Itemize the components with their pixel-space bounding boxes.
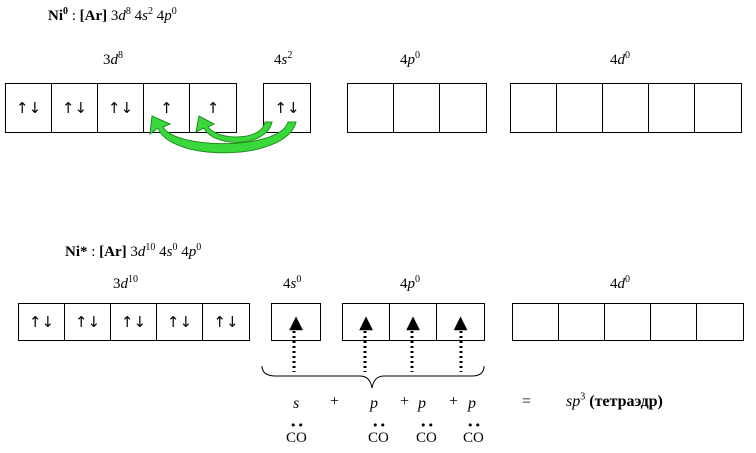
orbital-3d-row1: ↑↓ ↑↓ ↑↓ ↑ ↑ (5, 83, 237, 133)
orbital-4p-row1 (347, 83, 487, 133)
ligand-co: CO (416, 430, 437, 446)
ligand-co: CO (463, 430, 484, 446)
orbital-cell (394, 84, 440, 132)
orbital-cell (603, 84, 649, 132)
hyb-p: p (418, 395, 426, 412)
label-4d-row1: 4d0 (610, 50, 630, 69)
orbital-cell: ▲ (390, 304, 437, 340)
label-3d-row1: 3d8 (103, 50, 123, 69)
config-ni-excited: Ni* : [Ar] 3d10 4s0 4p0 (65, 242, 202, 261)
hyb-p: p (370, 395, 378, 412)
orbital-cell: ↑↓ (157, 304, 203, 340)
orbital-cell (513, 304, 559, 340)
lone-pair: •• (290, 419, 305, 432)
plus-sign: + (449, 393, 459, 410)
orbital-cell: ↑↓ (19, 304, 65, 340)
orbital-cell (557, 84, 603, 132)
lone-pair: •• (372, 419, 387, 432)
lone-pair: •• (420, 419, 435, 432)
label-4s-row2: 4s0 (283, 274, 302, 293)
orbital-cell: ↑↓ (111, 304, 157, 340)
orbital-cell: ↑ (206, 99, 220, 117)
orbital-cell: ▲ (453, 311, 468, 333)
orbital-cell (511, 84, 557, 132)
orbital-cell (605, 304, 651, 340)
orbital-cell: ▲ (343, 304, 390, 340)
orbital-cell: ↑↓ (213, 313, 239, 331)
orbital-cell (649, 84, 695, 132)
ligand-co: CO (368, 430, 389, 446)
plus-sign: + (330, 393, 340, 410)
equals-sign: = (522, 393, 532, 410)
orbital-4d-row1 (510, 83, 742, 133)
lone-pair: •• (467, 419, 482, 432)
orbital-cell: ↑ (144, 84, 190, 132)
orbital-cell: ↑↓ (274, 99, 300, 117)
orbital-cell (348, 84, 394, 132)
ligand-co: CO (286, 430, 307, 446)
orbital-4p-row2: ▲ ▲ ▲ (342, 303, 485, 341)
hyb-result: sp3 (тетраэдр) (566, 391, 663, 410)
orbital-cell: ↑↓ (65, 304, 111, 340)
hyb-s: s (293, 395, 300, 412)
underbrace (261, 365, 485, 389)
label-4p-row2: 4p0 (400, 274, 420, 293)
label-4s-row1: 4s2 (274, 50, 293, 69)
orbital-cell (559, 304, 605, 340)
label-3d-row2: 3d10 (113, 274, 138, 293)
orbital-cell: ↑↓ (98, 84, 144, 132)
plus-sign: + (400, 393, 410, 410)
orbital-cell: ↑↓ (52, 84, 98, 132)
transfer-arrow-inner (195, 115, 273, 143)
transfer-arrow-outer (149, 115, 297, 154)
orbital-3d-row2: ↑↓ ↑↓ ↑↓ ↑↓ ↑↓ (18, 303, 250, 341)
orbital-cell: ↑↓ (6, 84, 52, 132)
hyb-p: p (468, 395, 476, 412)
label-4p-row1: 4p0 (400, 50, 420, 69)
config-ni0: Ni0 : [Ar] 3d8 4s2 4p0 (48, 6, 177, 25)
label-4d-row2: 4d0 (610, 274, 630, 293)
orbital-4d-row2 (512, 303, 744, 341)
orbital-cell (651, 304, 697, 340)
